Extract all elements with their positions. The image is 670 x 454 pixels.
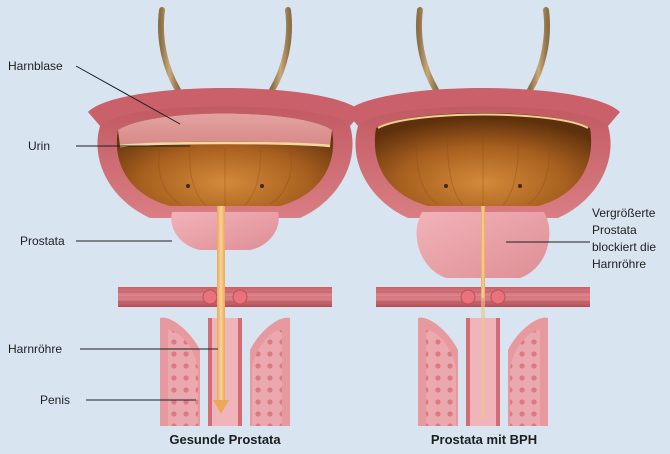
label-prostate: Prostata (20, 234, 65, 248)
label-penis: Penis (40, 393, 70, 407)
ureter-opening-left (186, 184, 190, 188)
ureter-left-bph (419, 10, 436, 90)
sphincter-left-bph (461, 290, 475, 304)
ureter-opening-right (260, 184, 264, 188)
urethra-flow-weak (481, 298, 485, 418)
sphincter-left (203, 290, 217, 304)
label-bph-line1: Vergrößerte (592, 206, 656, 220)
urethra-flow-narrow (481, 206, 485, 298)
ureter-right (272, 10, 289, 90)
label-bph-line4: Harnröhre (592, 257, 646, 271)
label-urethra: Harnröhre (8, 342, 62, 356)
ureter-left (161, 10, 178, 90)
caption-healthy: Gesunde Prostata (169, 432, 281, 447)
label-bladder: Harnblase (8, 59, 63, 73)
bph-diagram (346, 10, 620, 454)
caption-bph: Prostata mit BPH (431, 432, 537, 447)
label-bph-line3: blockiert die (592, 240, 656, 254)
label-bph-line2: Prostata (592, 223, 637, 237)
label-urine: Urin (28, 139, 50, 153)
sphincter-right (233, 290, 247, 304)
healthy-diagram (88, 10, 362, 454)
ureter-right-bph (530, 10, 547, 90)
ureter-opening-left-bph (444, 184, 448, 188)
urethra-flow-healthy (217, 206, 225, 406)
ureter-opening-right-bph (518, 184, 522, 188)
sphincter-right-bph (491, 290, 505, 304)
